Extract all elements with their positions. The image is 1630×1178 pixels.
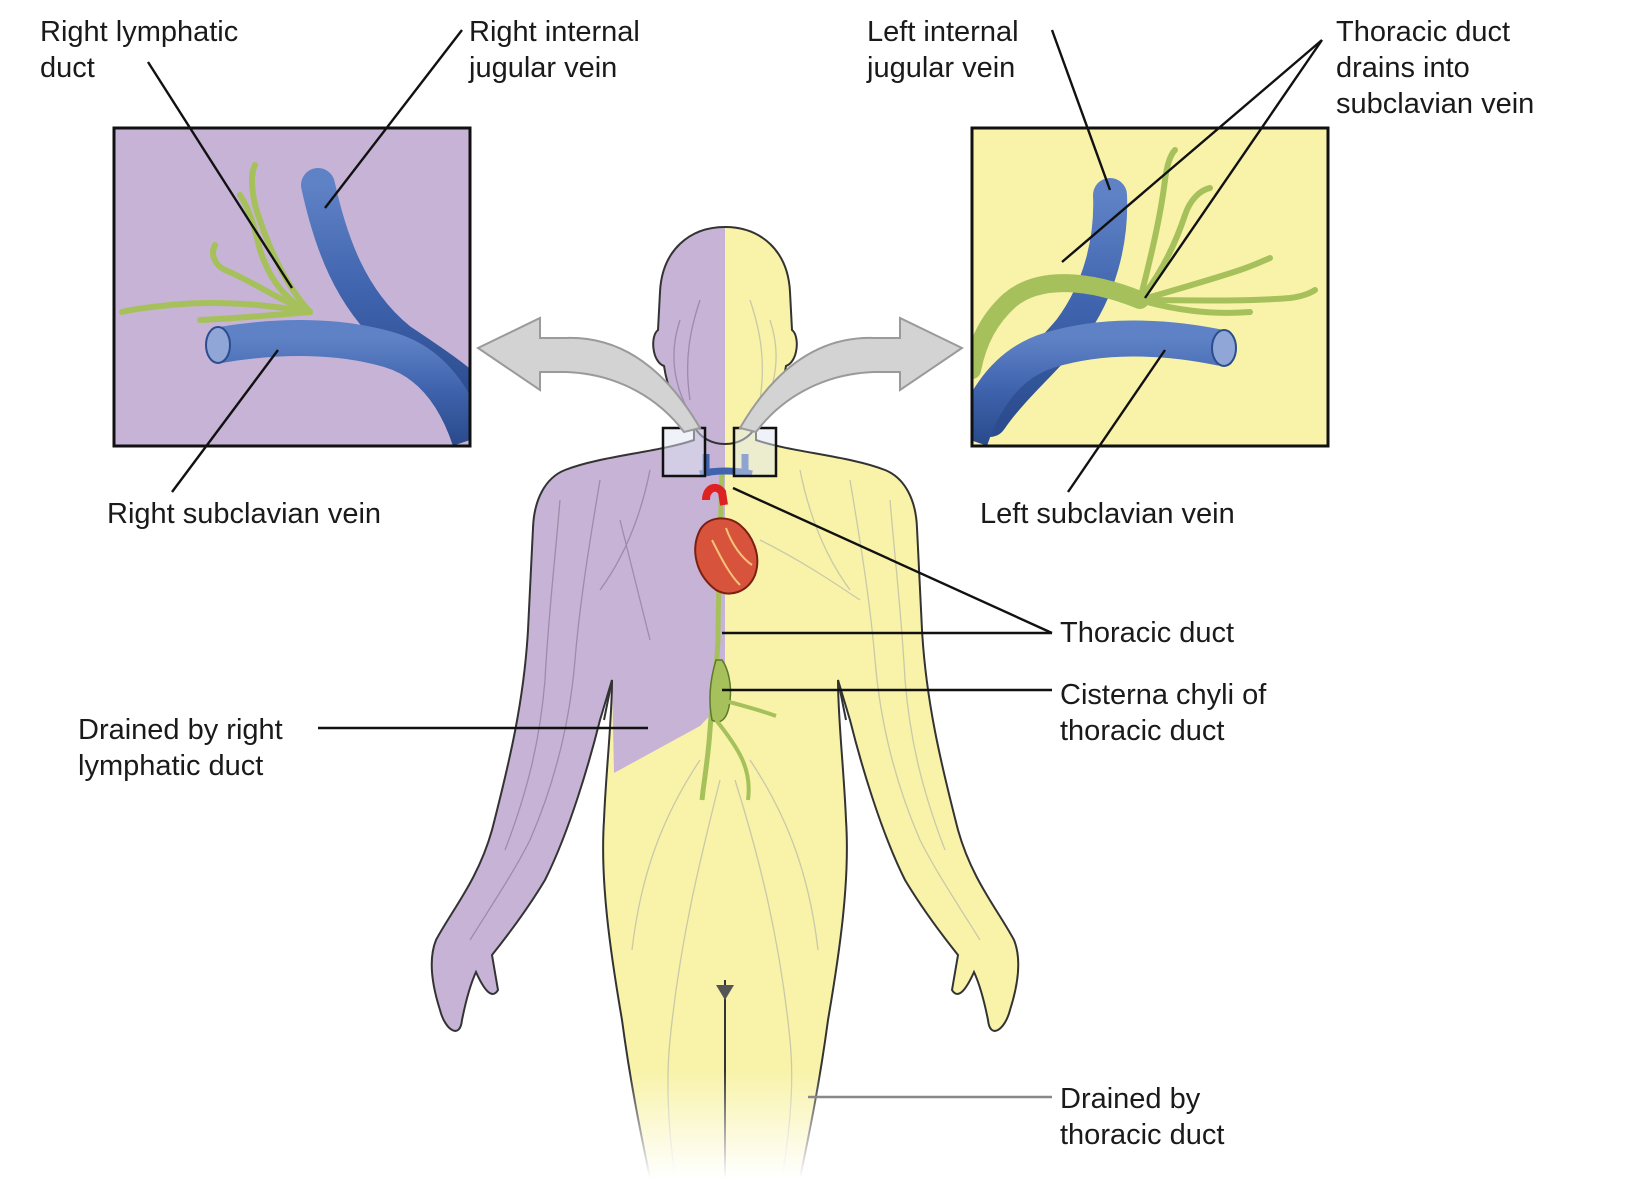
right-underarm-line: [603, 679, 613, 721]
leader-thoracic-drains-a: [1061, 39, 1323, 263]
label-right-subclavian-vein: Right subclavian vein: [107, 498, 382, 530]
leader-thoracic-duct-a: [732, 486, 1053, 635]
leader-right-lymphatic-duct: [146, 61, 294, 289]
leader-thoracic-drains-b: [1144, 39, 1323, 299]
label-drained-by-right-lymphatic-duct: Drained by right lymphatic duct: [78, 714, 283, 782]
lumbar-trunk: [714, 718, 751, 801]
right-subclavian-opening: [205, 326, 231, 364]
label-cisterna-chyli: Cisterna chyli of thoracic duct: [1060, 679, 1267, 747]
thoracic-duct-inset-vessel: [972, 274, 1149, 379]
label-left-internal-jugular-vein: Left internal jugular vein: [867, 16, 1019, 84]
left-subclavian-vein-shape: [972, 320, 1226, 446]
heart-illustration: [694, 483, 759, 595]
label-thoracic-duct-drains: Thoracic duct drains into subclavian vei…: [1336, 16, 1535, 120]
left-subclavian-opening: [1211, 329, 1237, 367]
left-inset-marker-box: [732, 426, 778, 478]
right-subclavian-vein-shape: [217, 320, 470, 446]
arrow-to-right-inset: [476, 316, 702, 434]
left-lymphatic-vessels: [1137, 147, 1318, 316]
label-left-subclavian-vein: Left subclavian vein: [980, 498, 1235, 530]
right-inset-marker-box: [661, 426, 707, 478]
right-inset-panel: [112, 126, 472, 448]
leg-fade: [600, 1070, 850, 1178]
groin-mark: [716, 985, 734, 1000]
arrow-to-left-inset: [738, 316, 964, 434]
leader-left-internal-jugular: [1050, 29, 1112, 191]
label-right-internal-jugular-vein: Right internal jugular vein: [469, 16, 640, 84]
right-inset-border: [112, 126, 472, 448]
cisterna-chyli-shape: [709, 659, 732, 723]
label-thoracic-duct: Thoracic duct: [1060, 617, 1235, 649]
intestinal-trunk: [721, 698, 777, 718]
left-inset-border: [970, 126, 1330, 448]
left-underarm-line: [837, 679, 847, 721]
label-drained-by-thoracic-duct: Drained by thoracic duct: [1060, 1083, 1225, 1151]
leader-left-subclavian: [1067, 349, 1166, 493]
leader-right-subclavian: [171, 349, 279, 493]
leader-right-internal-jugular: [324, 29, 463, 209]
left-inset-panel: [970, 126, 1330, 448]
label-right-lymphatic-duct: Right lymphatic duct: [40, 16, 239, 84]
lymph-vessels-right: [469, 299, 701, 941]
human-body-figure: [430, 226, 1020, 1178]
leader-lines: [146, 29, 1323, 1099]
right-lymphatic-vessels: [119, 162, 313, 323]
